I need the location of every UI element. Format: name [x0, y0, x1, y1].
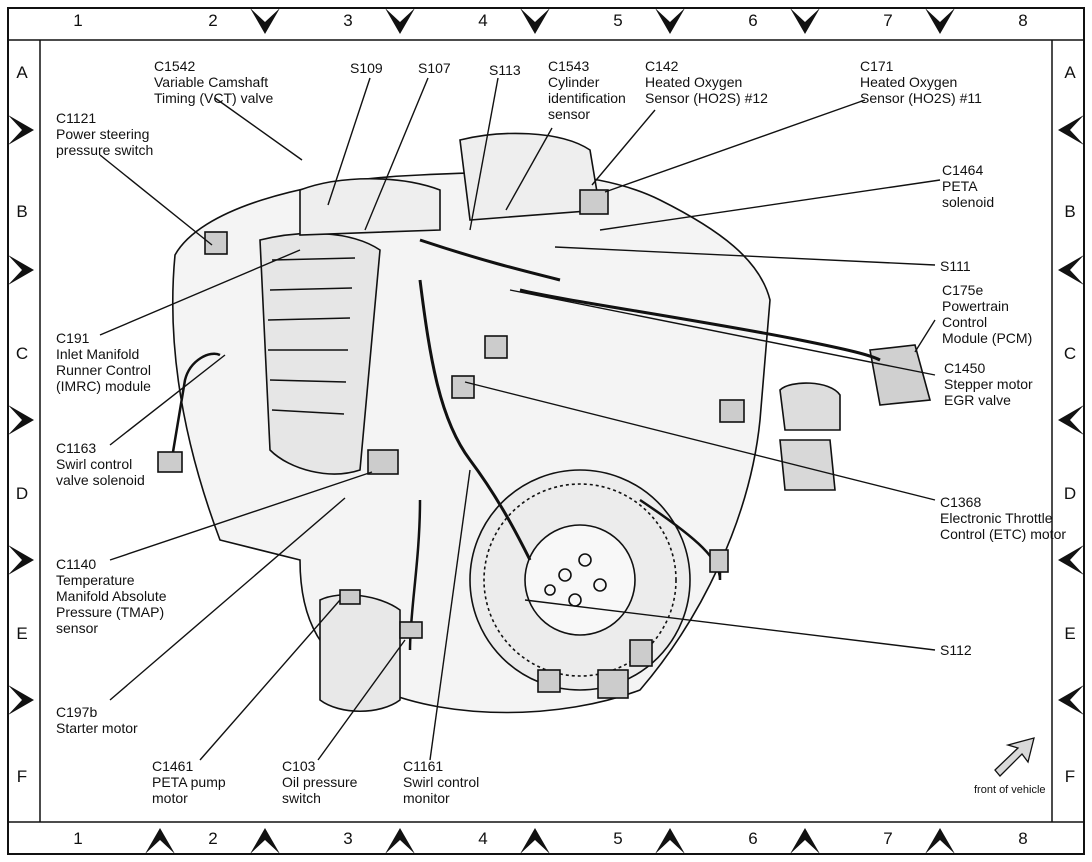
label-c191-imrc-module: C191 Inlet Manifold Runner Control (IMRC…	[56, 330, 151, 394]
grid-col-7-bottom: 7	[883, 829, 893, 848]
grid-row-b-right: B	[1064, 202, 1076, 221]
grid-row-c-left: C	[15, 344, 29, 363]
grid-col-6-top: 6	[748, 11, 758, 30]
grid-col-6-bottom: 6	[748, 829, 758, 848]
label-c1140-tmap-sensor: C1140 Temperature Manifold Absolute Pres…	[56, 556, 167, 636]
grid-row-e-right: E	[1064, 624, 1076, 643]
label-s109: S109	[350, 60, 383, 76]
grid-col-1-top: 1	[73, 11, 83, 30]
label-c103-oil-pressure-switch: C103 Oil pressure switch	[282, 758, 358, 806]
grid-col-8-bottom: 8	[1018, 829, 1028, 848]
grid-col-7-top: 7	[883, 11, 893, 30]
label-s111: S111	[940, 258, 971, 274]
label-s107: S107	[418, 60, 451, 76]
label-c1161-swirl-control-monitor: C1161 Swirl control monitor	[403, 758, 480, 806]
grid-row-e-left: E	[16, 624, 28, 643]
label-s113: S113	[489, 62, 521, 78]
label-c1368-etc-motor: C1368 Electronic Throttle Control (ETC) …	[940, 494, 1067, 542]
grid-col-3-bottom: 3	[343, 829, 353, 848]
label-front-of-vehicle: front of vehicle	[974, 784, 1046, 796]
grid-diamonds	[8, 8, 1084, 854]
label-c175e-pcm: C175e Powertrain Control Module (PCM)	[942, 282, 1033, 346]
leader-lines	[99, 77, 941, 761]
label-c1121-power-steering-switch: C1121 Power steering pressure switch	[56, 110, 154, 158]
grid-col-2-bottom: 2	[208, 829, 218, 848]
label-c1542-vct-valve: C1542 Variable Camshaft Timing (VCT) val…	[154, 58, 274, 106]
grid-row-f-left: F	[16, 767, 28, 786]
grid-col-5-bottom: 5	[613, 829, 623, 848]
grid-row-d-right: D	[1063, 484, 1077, 503]
label-c197b-starter-motor: C197b Starter motor	[56, 704, 138, 736]
grid-row-b-left: B	[16, 202, 28, 221]
label-c1461-peta-pump-motor: C1461 PETA pump motor	[152, 758, 226, 806]
grid-col-4-top: 4	[478, 11, 488, 30]
label-c142-ho2s-12: C142 Heated Oxygen Sensor (HO2S) #12	[645, 58, 768, 106]
grid-row-c-right: C	[1063, 344, 1077, 363]
border	[7, 7, 1085, 855]
grid-col-2-top: 2	[208, 11, 218, 30]
grid-col-4-bottom: 4	[478, 829, 488, 848]
grid-col-8-top: 8	[1018, 11, 1028, 30]
label-c1163-swirl-valve-solenoid: C1163 Swirl control valve solenoid	[56, 440, 145, 488]
label-c1464-peta-solenoid: C1464 PETA solenoid	[942, 162, 995, 210]
front-arrow-icon	[994, 737, 1035, 777]
grid-col-3-top: 3	[343, 11, 353, 30]
engine-illustration	[157, 132, 932, 714]
grid-col-5-top: 5	[613, 11, 623, 30]
label-c1543-cylinder-id-sensor: C1543 Cylinder identification sensor	[548, 58, 626, 122]
label-s112: S112	[940, 642, 972, 658]
grid-row-f-right: F	[1064, 767, 1076, 786]
grid-row-a-right: A	[1064, 63, 1076, 82]
label-c171-ho2s-11: C171 Heated Oxygen Sensor (HO2S) #11	[860, 58, 982, 106]
grid-row-d-left: D	[15, 484, 29, 503]
grid-row-a-left: A	[16, 63, 28, 82]
grid-col-1-bottom: 1	[73, 829, 83, 848]
label-c1450-egr-valve: C1450 Stepper motor EGR valve	[944, 360, 1033, 408]
